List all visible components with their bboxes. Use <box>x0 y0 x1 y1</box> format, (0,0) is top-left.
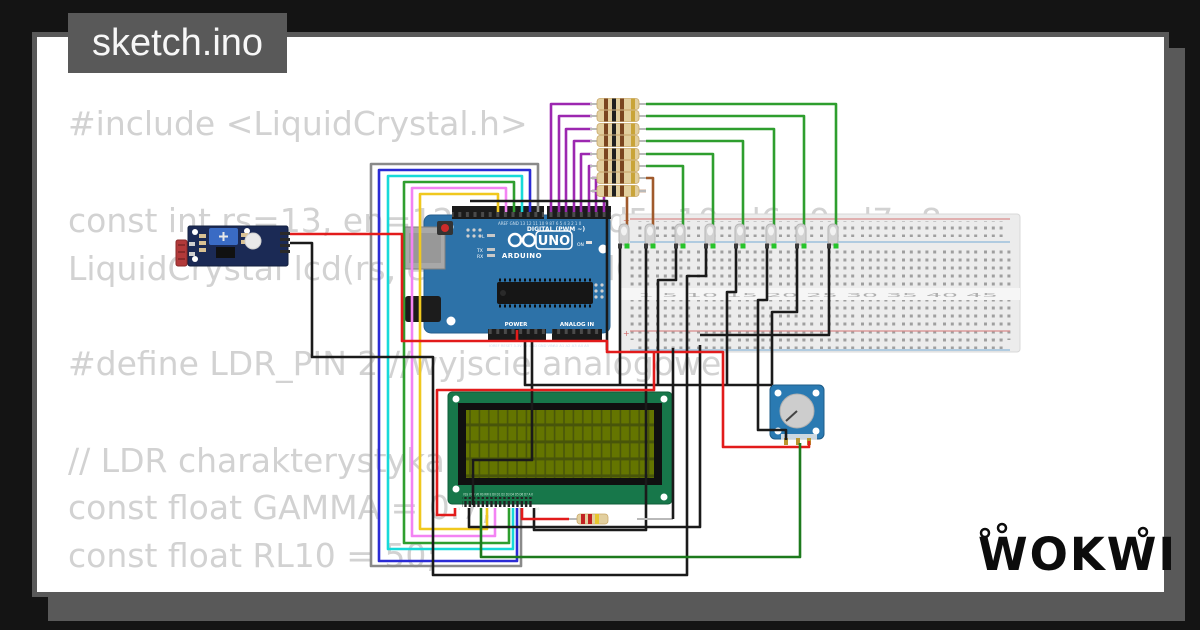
lcd-pin-header <box>462 497 533 507</box>
code-line-include: #include <LiquidCrystal.h> <box>68 104 528 143</box>
led <box>827 223 839 249</box>
digital-pin-labels-left: AREF GND 13 12 11 10 9 8 <box>498 221 552 226</box>
power-label: POWER <box>505 322 529 328</box>
digital-label: DIGITAL (PWM ~) <box>527 226 585 233</box>
led-bank <box>618 223 839 249</box>
sketch-title: sketch.ino <box>68 13 287 73</box>
ldr-module <box>175 225 290 267</box>
wire-purple-2 <box>557 114 592 212</box>
wire-black-gnd-bus <box>523 330 772 387</box>
atmega-chip <box>497 282 593 304</box>
resistor <box>590 135 646 147</box>
wire-black-led6-pot <box>756 248 788 440</box>
wire-black-top <box>470 199 609 350</box>
wires <box>290 102 838 577</box>
module-pins <box>280 232 290 253</box>
wire-green-led5 <box>646 139 745 246</box>
arduino-brand-label: ARDUINO <box>502 252 542 260</box>
wire-red-lcd-a <box>520 508 569 521</box>
wire-pink-en <box>410 186 508 538</box>
led <box>644 223 656 249</box>
led <box>765 223 777 249</box>
wire-black-k-loop <box>467 345 702 529</box>
wire-green-led7 <box>646 114 806 246</box>
led <box>674 223 686 249</box>
led <box>618 223 630 249</box>
resistor <box>590 110 646 122</box>
lcd-pin-labels: VSS VDD V0 RS RW E D0 D1 D2 D3 D4 D5 D6 … <box>463 493 534 497</box>
wire-black-gnd-vss <box>471 330 534 505</box>
analog-header <box>552 329 602 341</box>
resistor <box>590 185 646 197</box>
uno-label: UNO <box>538 234 571 249</box>
module-led-lens <box>244 232 262 250</box>
power-jack <box>405 296 441 322</box>
analog-label: ANALOG IN <box>560 322 595 328</box>
wire-green-led8 <box>646 102 838 246</box>
wire-yellow-rs <box>418 192 500 531</box>
breadboard-top-rail <box>634 221 1006 237</box>
wire-purple-6 <box>587 164 592 212</box>
wire-red-lcd-loop <box>435 352 656 517</box>
sketch-title-label: sketch.ino <box>91 21 264 64</box>
wokwi-logo: WOKWI <box>978 522 1177 581</box>
led <box>795 223 807 249</box>
infinity-logo-icon <box>507 232 537 248</box>
breadboard-top-block <box>628 248 1012 288</box>
wire-black-led3 <box>656 248 678 385</box>
rail-plus-bottom: + <box>623 329 630 338</box>
icsp-header <box>466 228 604 299</box>
rx-label: RX <box>477 254 483 260</box>
wire-black-ldr-loop <box>290 241 708 577</box>
wire-green-led6 <box>646 127 776 246</box>
wire-purple-1 <box>549 102 592 212</box>
led <box>734 223 746 249</box>
code-line-rl10: const float RL10 = 50; <box>68 536 438 575</box>
resistor-lcd-backlight <box>576 513 609 525</box>
led <box>704 223 716 249</box>
lcd-display: VSS VDD V0 RS RW E D0 D1 D2 D3 D4 D5 D6 … <box>447 391 673 511</box>
resistor <box>590 172 646 184</box>
wire-purple-5 <box>579 152 592 212</box>
breadboard: + + 1 5 10 15 20 25 30 35 40 45 <box>619 213 1021 353</box>
resistor <box>590 123 646 135</box>
wire-green-wiper <box>479 443 802 559</box>
analog-pin-labels: A0 A1 A2 A3 A4 A5 <box>553 343 590 348</box>
l-led-label: L <box>482 234 485 240</box>
digital-pin-labels-right: 7 6 5 4 3 2 1 0 <box>552 221 582 226</box>
power-pin-labels: IOREF RESET 3.3V 5V GND GND VIN <box>489 344 554 348</box>
resistor <box>590 98 646 110</box>
wire-green-led4 <box>646 152 715 246</box>
wire-black-led5 <box>725 248 738 385</box>
arduino-uno: AREF GND 13 12 11 10 9 8 7 6 5 4 3 2 1 0… <box>404 206 611 348</box>
wokwi-logo-text: WOKWI <box>978 528 1177 581</box>
resistor-bank <box>576 98 646 525</box>
wire-purple-3 <box>564 127 592 212</box>
photoresistor <box>175 239 188 267</box>
lcd-pin-1: 1 <box>458 507 460 511</box>
digital-header-right <box>547 206 611 219</box>
wire-green-led3 <box>646 164 685 246</box>
wire-green-d4 <box>402 180 516 545</box>
tx-label: TX <box>476 248 483 254</box>
wire-cyan-d5 <box>386 174 524 551</box>
resistor <box>590 148 646 160</box>
wire-brown-led2 <box>646 176 655 246</box>
breadboard-column-numbers: 1 5 10 15 20 25 30 35 40 45 <box>638 293 1000 299</box>
code-line-comment: // LDR charakterystyka <box>68 441 445 480</box>
on-label: ON <box>577 242 584 248</box>
comparator-chip <box>216 247 235 258</box>
wire-black-led7 <box>770 248 799 385</box>
wire-purple-4 <box>572 139 592 212</box>
resistor <box>590 160 646 172</box>
wire-blue-d6 <box>377 168 532 563</box>
wire-red-main <box>290 232 811 449</box>
lcd-pin-16: 16 <box>535 507 540 511</box>
potentiometer <box>769 384 825 445</box>
wire-black-led8 <box>700 248 831 337</box>
